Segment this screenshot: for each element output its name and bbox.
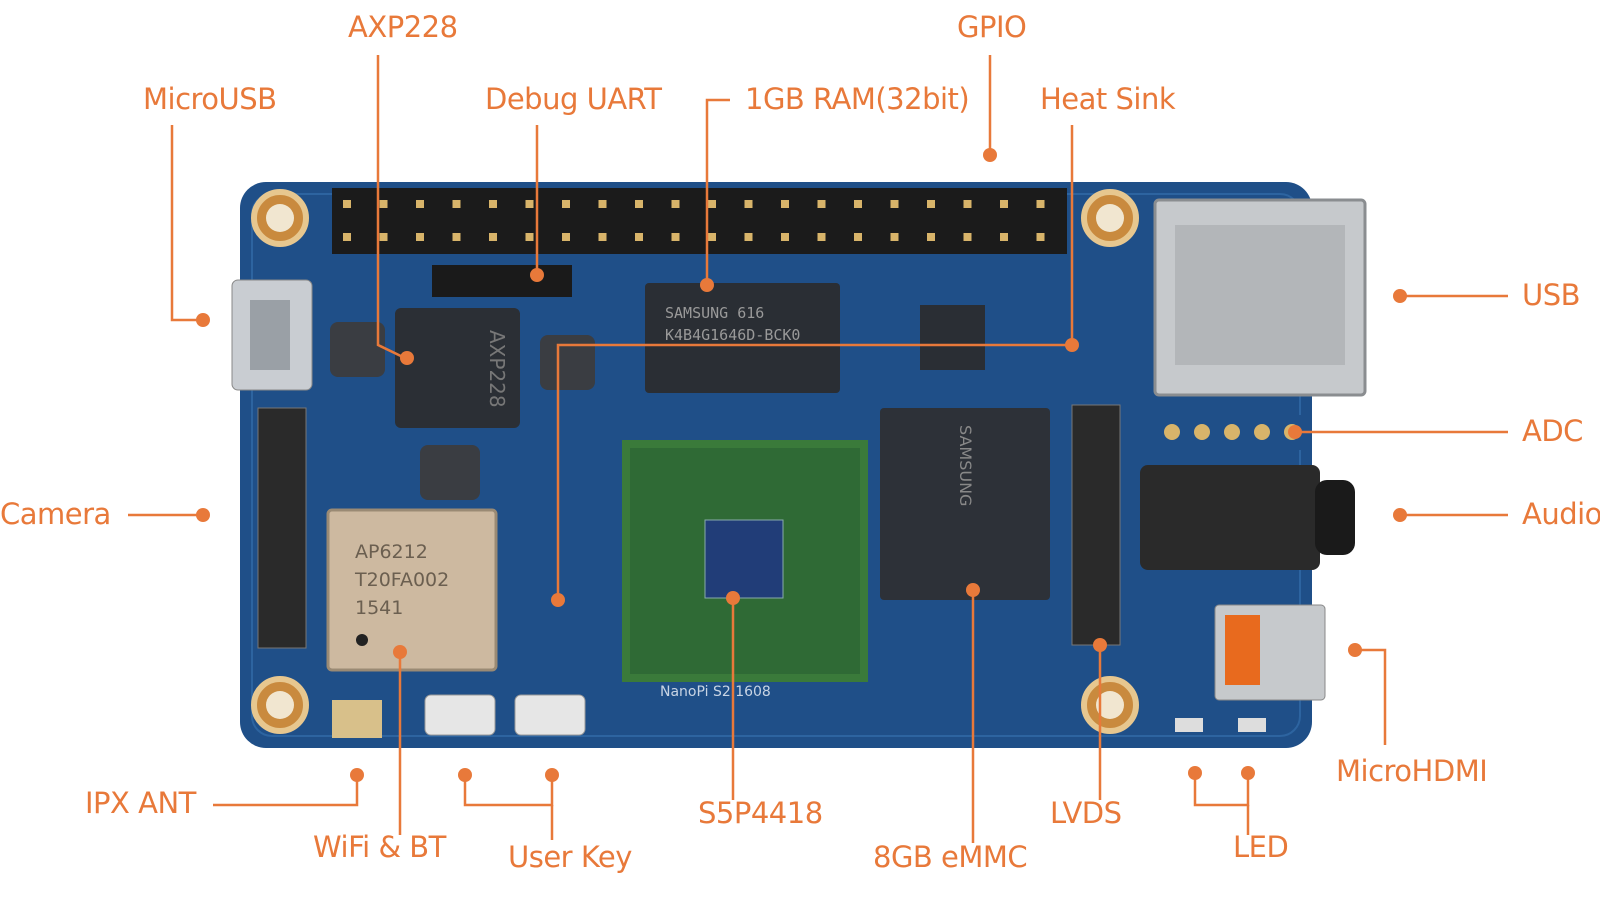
svg-text:AXP228: AXP228 [485, 330, 509, 408]
lvds-connector [1071, 404, 1121, 646]
svg-text:NanoPi S2 1608: NanoPi S2 1608 [660, 684, 771, 700]
axp228-chip [395, 308, 520, 428]
gpio-pin [598, 233, 607, 241]
gpio-pin [744, 200, 753, 208]
gpio-pin [343, 233, 351, 241]
camera-connector [257, 407, 307, 649]
svg-text:SAMSUNG: SAMSUNG [956, 425, 975, 506]
label-debug-uart: Debug UART [485, 82, 662, 116]
power-key [424, 694, 496, 736]
gpio-pin [416, 233, 424, 241]
svg-text:1541: 1541 [355, 597, 403, 619]
gpio-pin [744, 233, 753, 241]
gpio-pin [854, 233, 862, 241]
label-ram: 1GB RAM(32bit) [745, 82, 970, 116]
gpio-pin [525, 200, 534, 208]
gpio-pin [854, 200, 862, 208]
gpio-pin [635, 200, 643, 208]
gpio-pin [890, 233, 899, 241]
gpio-pin [817, 233, 826, 241]
gpio-pin [1036, 233, 1045, 241]
svg-text:SAMSUNG 616: SAMSUNG 616 [665, 304, 764, 322]
label-heat-sink: Heat Sink [1040, 82, 1176, 116]
gpio-pin [379, 200, 388, 208]
gpio-pin [927, 200, 935, 208]
gpio-pin [1000, 233, 1008, 241]
gpio-pin [635, 233, 643, 241]
gpio-pin [343, 200, 351, 208]
gpio-pin [452, 200, 461, 208]
gpio-pin [671, 200, 680, 208]
gpio-pin [562, 233, 570, 241]
label-wifi-bt: WiFi & BT [313, 830, 446, 864]
label-adc: ADC [1522, 414, 1583, 448]
debug-uart-header [432, 265, 572, 297]
gpio-pin [452, 233, 461, 241]
gpio-pin [598, 200, 607, 208]
gpio-pin [1000, 200, 1008, 208]
gpio-pin [781, 200, 789, 208]
label-gpio: GPIO [957, 10, 1027, 44]
label-emmc: 8GB eMMC [873, 840, 1028, 874]
gpio-pin [927, 233, 935, 241]
gpio-pin [890, 200, 899, 208]
gpio-pin [963, 200, 972, 208]
gpio-pin [1036, 200, 1045, 208]
gpio-pin [708, 200, 716, 208]
leader-dots [196, 148, 1407, 782]
gpio-pin [781, 233, 789, 241]
emmc-chip [880, 408, 1050, 600]
svg-text:K4B4G1646D-BCK0: K4B4G1646D-BCK0 [665, 326, 800, 344]
label-ipx-ant: IPX ANT [85, 786, 196, 820]
mounting-holes [251, 189, 1139, 734]
gpio-pin [963, 233, 972, 241]
leader-lines [128, 55, 1508, 843]
ipx-antenna-connector [332, 700, 382, 738]
label-usb: USB [1522, 278, 1581, 312]
label-audio: Audio [1522, 497, 1600, 531]
label-lvds: LVDS [1050, 796, 1122, 830]
audio-jack [1140, 465, 1320, 570]
gpio-pin [416, 200, 424, 208]
svg-text:T20FA002: T20FA002 [354, 569, 449, 591]
label-user-key: User Key [508, 840, 632, 874]
gpio-pin [562, 200, 570, 208]
gpio-pin [525, 233, 534, 241]
ram-chip [645, 283, 840, 393]
label-led: LED [1233, 830, 1289, 864]
svg-text:AP6212: AP6212 [355, 541, 428, 563]
user-key [514, 694, 586, 736]
gpio-pin [708, 233, 716, 241]
label-camera: Camera [0, 497, 111, 531]
label-microhdmi: MicroHDMI [1336, 754, 1488, 788]
label-axp228: AXP228 [348, 10, 458, 44]
gpio-header [332, 188, 1067, 254]
label-microusb: MicroUSB [143, 82, 277, 116]
label-s5p4418: S5P4418 [698, 796, 823, 830]
wifi-bt-module [326, 508, 498, 672]
gpio-pin [379, 233, 388, 241]
gpio-pin [817, 200, 826, 208]
gpio-pin [671, 233, 680, 241]
gpio-pin [489, 233, 497, 241]
gpio-pin [489, 200, 497, 208]
